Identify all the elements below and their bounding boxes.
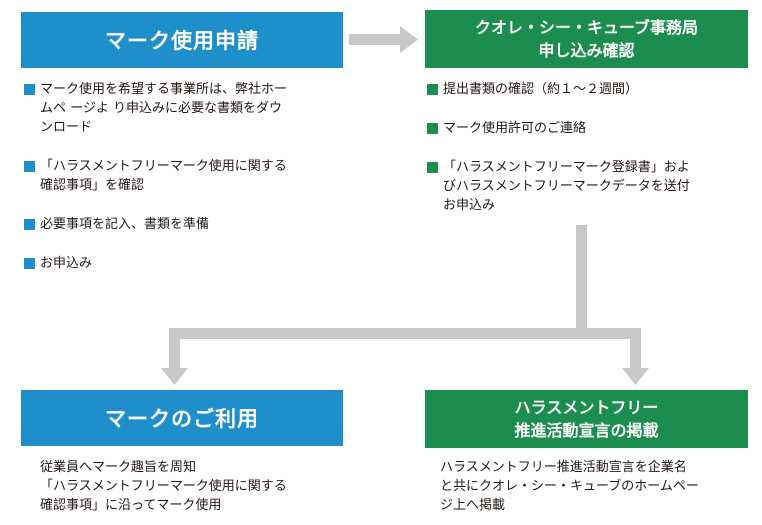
square-bullet-icon: [24, 258, 35, 269]
list-item-line: ムペ ージよ り申込みに必要な書類をダウ: [40, 101, 283, 116]
step-apply-list: マーク使用を希望する事業所は、弊社ホー ムペ ージよ り申込みに必要な書類をダウ…: [24, 80, 344, 273]
square-bullet-icon: [24, 161, 35, 172]
connector-right-down: [630, 328, 641, 368]
square-bullet-icon: [24, 84, 35, 95]
connector-down-from-confirm: [576, 225, 587, 339]
list-item-line: 「ハラスメントフリーマーク使用に関する: [40, 159, 287, 174]
list-item-line: 「ハラスメントフリーマーク登録書」およ: [443, 160, 690, 175]
arrow-down-left-head: [161, 368, 188, 385]
arrow-down-right-head: [622, 368, 649, 385]
step-use-line: 確認事項」に沿ってマーク使用: [40, 498, 222, 513]
list-item: 必要事項を記入、書類を準備: [24, 215, 344, 234]
step-confirm-list: 提出書類の確認（約１～２週間） マーク使用許可のご連絡 「ハラスメントフリーマー…: [427, 80, 752, 215]
square-bullet-icon: [427, 84, 438, 95]
step-declare-line: ハラスメントフリー推進活動宣言を企業名: [440, 460, 687, 475]
step-declare-title-line: 推進活動宣言の掲載: [514, 421, 659, 440]
list-item-line: 提出書類の確認（約１～２週間）: [443, 82, 639, 97]
step-apply-title: マーク使用申請: [105, 29, 259, 53]
step-declare-line: ジ上へ掲載: [440, 498, 506, 513]
step-declare-box: ハラスメントフリー 推進活動宣言の掲載: [425, 390, 748, 448]
step-use-title: マークのご利用: [105, 407, 259, 431]
step-confirm-title-line: 申し込み確認: [538, 41, 635, 60]
list-item-line: ンロード: [40, 120, 93, 135]
connector-horizontal-branch: [169, 328, 641, 339]
step-confirm-box: クオレ・シー・キューブ事務局 申し込み確認: [425, 10, 748, 68]
list-item: お申込み: [24, 254, 344, 273]
square-bullet-icon: [24, 219, 35, 230]
arrow-right-head: [400, 26, 418, 53]
list-item-line: 必要事項を記入、書類を準備: [40, 217, 210, 232]
list-item: マーク使用許可のご連絡: [427, 119, 752, 138]
list-item: 「ハラスメントフリーマーク使用に関する 確認事項」を確認: [24, 157, 344, 195]
list-item-line: びハラスメントフリーマークデータを送付: [443, 179, 690, 194]
step-use-line: 従業員へマーク趣旨を周知: [40, 460, 197, 475]
step-use-line: 「ハラスメントフリーマーク使用に関する: [40, 479, 287, 494]
list-item: マーク使用を希望する事業所は、弊社ホー ムペ ージよ り申込みに必要な書類をダウ…: [24, 80, 344, 137]
list-item-line: マーク使用を希望する事業所は、弊社ホー: [40, 82, 288, 97]
arrow-right-shaft: [349, 34, 400, 45]
list-item-line: お申込み: [40, 256, 93, 271]
step-apply-box: マーク使用申請: [21, 12, 343, 68]
step-use-box: マークのご利用: [21, 390, 343, 446]
step-declare-title-line: ハラスメントフリー: [514, 398, 659, 417]
list-item-line: 確認事項」を確認: [40, 178, 145, 193]
step-declare-line: と共にクオレ・シー・キューブのホームペー: [440, 479, 699, 494]
list-item: 「ハラスメントフリーマーク登録書」およ びハラスメントフリーマークデータを送付 …: [427, 158, 752, 215]
connector-left-down: [169, 328, 180, 368]
list-item-line: マーク使用許可のご連絡: [443, 121, 587, 136]
list-item: 提出書類の確認（約１～２週間）: [427, 80, 752, 99]
square-bullet-icon: [427, 123, 438, 134]
list-item-line: お申込み: [443, 198, 496, 213]
step-confirm-title-line: クオレ・シー・キューブ事務局: [474, 18, 699, 37]
square-bullet-icon: [427, 162, 438, 173]
step-use-text: 従業員へマーク趣旨を周知 「ハラスメントフリーマーク使用に関する 確認事項」に沿…: [40, 458, 340, 515]
step-declare-text: ハラスメントフリー推進活動宣言を企業名 と共にクオレ・シー・キューブのホームペー…: [440, 458, 752, 515]
